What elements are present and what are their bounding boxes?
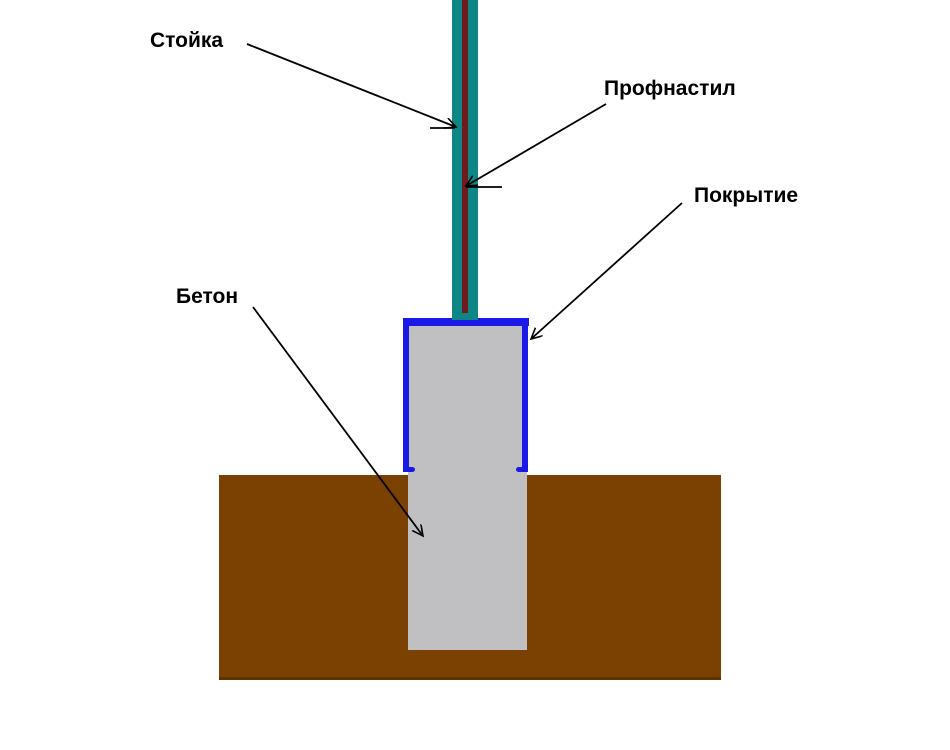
post-label: Стойка xyxy=(150,29,224,52)
concrete-footing-shape xyxy=(408,326,527,650)
profiled-sheet-stripe xyxy=(462,0,468,313)
coating-outline-top xyxy=(403,318,529,326)
coating-arrow xyxy=(531,202,683,339)
coating-outline-left xyxy=(403,318,409,472)
coating-label: Покрытие xyxy=(694,184,799,207)
profiled-sheet-label: Профнастил xyxy=(604,77,736,100)
coating-outline-right xyxy=(522,318,528,472)
profiled-sheet-arrow xyxy=(466,103,607,186)
post-arrow xyxy=(246,43,456,127)
coating-outline-foot-right xyxy=(516,467,528,472)
concrete-label: Бетон xyxy=(176,285,239,308)
coating-outline-foot-left xyxy=(403,467,415,472)
